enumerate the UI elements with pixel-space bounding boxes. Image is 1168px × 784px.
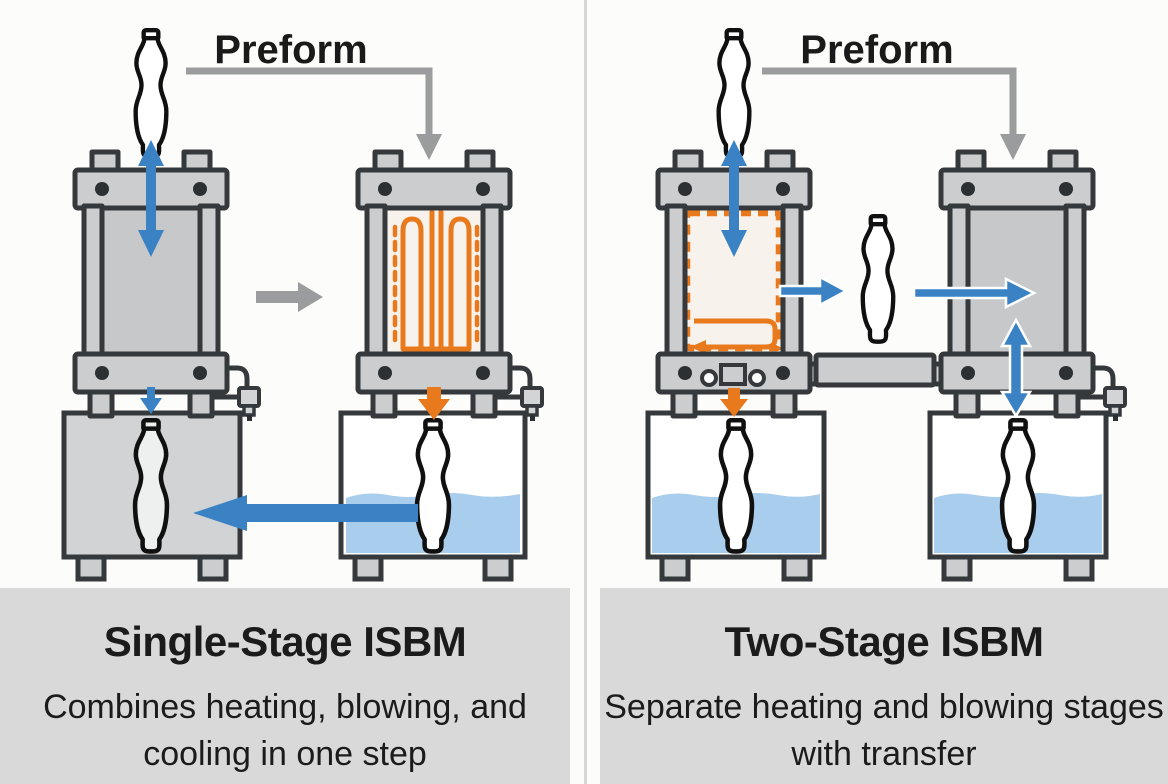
isbm-diagram: Preform: [61, 28, 1168, 582]
two-stage-description: Separate heating and blowing stages with…: [604, 688, 1164, 773]
blowing-stage-tank: [927, 410, 1109, 582]
eject-return-arrow: [193, 495, 418, 531]
two-stage-caption: Two-Stage ISBM Separate heating and blow…: [600, 588, 1168, 784]
stretch-rod-arrow: [138, 140, 164, 257]
mold-tank: [61, 410, 243, 582]
panel-divider: [584, 0, 587, 784]
blow-molding-machine: [941, 152, 1125, 421]
transfer-bottle: [863, 216, 893, 341]
blown-bottle: [1002, 420, 1034, 551]
two-stage-title: Two-Stage ISBM: [724, 618, 1044, 665]
heater-exit-arrow: [778, 274, 849, 308]
mold-insert-arrow: [140, 387, 162, 414]
single-stage-panel: Preform: [61, 28, 542, 582]
single-stage-title: Single-Stage ISBM: [103, 618, 467, 665]
preform-label: Preform: [800, 28, 953, 72]
blower-entry-arrow: [912, 276, 1037, 310]
hot-blow-arrow: [418, 387, 450, 420]
preform-label: Preform: [214, 28, 367, 72]
blow-stretch-arrow: [999, 317, 1033, 419]
heating-blowing-machine: [358, 152, 542, 421]
preform-feed-arrow: [186, 67, 442, 160]
preform-bottle: [136, 30, 167, 156]
single-stage-caption: Single-Stage ISBM Combines heating, blow…: [0, 588, 570, 784]
transfer-conveyor: [801, 352, 949, 388]
single-stage-description: Combines heating, blowing, and cooling i…: [43, 688, 527, 773]
hot-transfer-arrow: [720, 388, 748, 417]
cooling-water-tank: [338, 410, 528, 582]
heated-bottle: [720, 420, 752, 551]
stretch-rod-arrow: [721, 140, 747, 257]
stretch-press-machine: [75, 152, 259, 421]
blown-bottle: [417, 420, 449, 551]
process-step-arrow: [256, 282, 323, 312]
heater-coils: [392, 209, 480, 355]
molded-bottle: [135, 420, 167, 551]
heating-stage-tank: [645, 410, 827, 582]
two-stage-panel: Preform: [645, 28, 1125, 582]
transfer-rollers: [700, 363, 766, 387]
preform-bottle: [719, 30, 750, 156]
preform-feed-arrow: [762, 67, 1026, 160]
